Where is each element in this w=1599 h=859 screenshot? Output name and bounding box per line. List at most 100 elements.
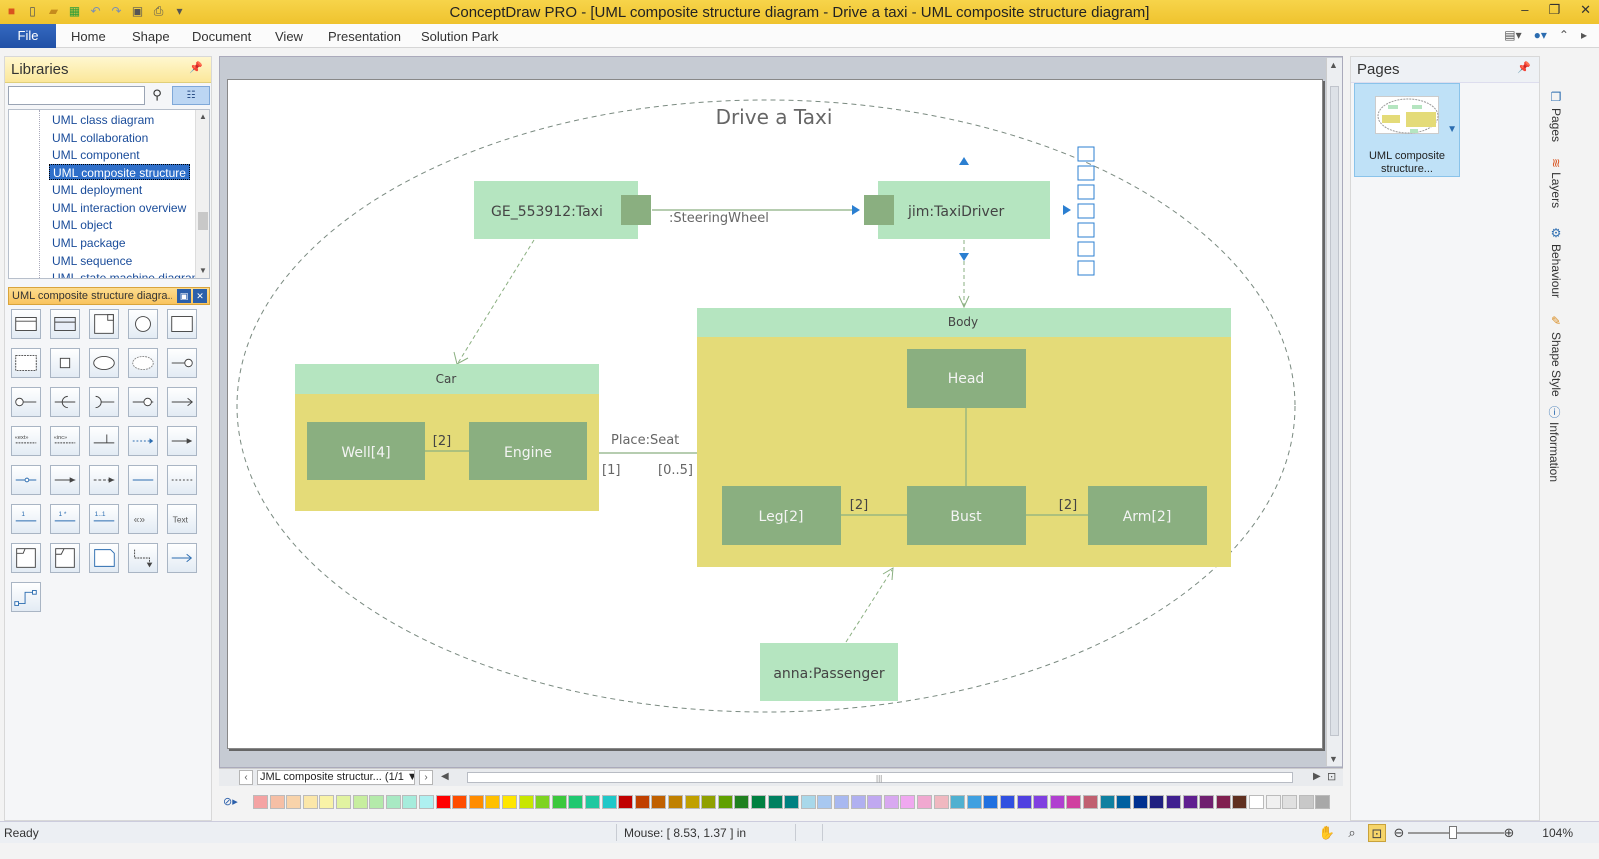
head-part[interactable] [907,349,1026,408]
color-swatch[interactable] [867,795,883,809]
color-swatch[interactable] [1166,795,1181,809]
zoom-slider-thumb[interactable] [1449,826,1457,839]
close-library-icon[interactable]: ✕ [193,289,207,303]
library-shape-dep[interactable] [89,426,119,456]
library-shape-text[interactable]: Text [167,504,197,534]
library-shape-arrow[interactable] [167,387,197,417]
color-swatch[interactable] [950,795,966,809]
library-shape-line[interactable] [128,465,158,495]
tab-home[interactable]: Home [71,29,106,44]
passenger-body-dependency[interactable] [845,569,893,643]
color-swatch[interactable] [485,795,501,809]
library-shape-label1[interactable]: 1 [11,504,41,534]
action-button-icon[interactable] [1077,260,1095,276]
library-shape-connector[interactable] [128,543,158,573]
open-folder-icon[interactable]: ▰ [48,4,59,18]
color-swatch[interactable] [767,795,783,809]
palette-options-icon[interactable]: ⊘▸ [223,796,238,808]
tab-shape[interactable]: Shape [132,29,170,44]
color-swatch[interactable] [701,795,717,809]
app-logo-icon[interactable]: ■ [7,4,16,18]
color-swatch[interactable] [568,795,584,809]
body-header[interactable] [697,308,1231,337]
library-shape-rect[interactable] [167,309,197,339]
color-swatch[interactable] [551,795,567,809]
leg-part[interactable] [722,486,841,545]
library-shape-label3[interactable]: 1..1 [89,504,119,534]
library-shape-note2[interactable] [89,543,119,573]
action-button-icon[interactable] [1077,146,1095,162]
color-swatch[interactable] [585,795,600,809]
driver-part[interactable] [878,181,1050,239]
color-swatch[interactable] [1298,795,1314,809]
resize-handle-top-icon[interactable] [959,157,969,165]
bust-part[interactable] [907,486,1026,545]
color-swatch[interactable] [269,795,285,809]
ribbon-options-icon[interactable]: ▸ [1580,28,1587,42]
color-swatch[interactable] [800,795,816,809]
tab-presentation[interactable]: Presentation [328,29,401,44]
color-swatch[interactable] [452,795,468,809]
color-swatch[interactable] [1116,795,1132,809]
fit-to-window-icon[interactable]: ⊡ [1368,824,1386,842]
color-swatch[interactable] [983,795,999,809]
color-swatch[interactable] [668,795,683,809]
library-shape-ellipse[interactable] [89,348,119,378]
library-shape-port-line[interactable] [11,387,41,417]
color-swatch[interactable] [1000,795,1015,809]
library-shape-line-circle[interactable] [11,465,41,495]
library-search-input[interactable] [8,86,145,105]
color-swatch[interactable] [684,795,700,809]
next-page-icon[interactable]: › [419,770,433,785]
color-swatch[interactable] [634,795,650,809]
zoom-level[interactable]: 104% [1542,826,1573,840]
scroll-right-icon[interactable]: ▶ [1313,771,1321,782]
color-swatch[interactable] [834,795,849,809]
scroll-up-icon[interactable]: ▲ [199,112,207,121]
library-shape-circle-line[interactable] [128,387,158,417]
taxi-part[interactable] [474,181,638,239]
color-swatch[interactable] [385,795,401,809]
color-swatch[interactable] [917,795,932,809]
library-item[interactable]: UML package [52,236,126,250]
file-menu-button[interactable]: File [0,24,56,48]
engine-part[interactable] [469,422,587,480]
library-view-toggle-icon[interactable]: ☷ [172,86,210,105]
library-shape-frame2[interactable] [50,543,80,573]
color-swatch[interactable] [518,795,534,809]
library-shape-line-arrow[interactable] [50,465,80,495]
scroll-thumb[interactable] [1330,86,1339,736]
drawing-page[interactable]: Drive a Taxi GE_553912:Taxi :SteeringWhe… [227,79,1323,749]
action-button-icon[interactable] [1077,241,1095,257]
side-tab-behaviour[interactable]: ⚙Behaviour [1541,226,1563,298]
library-shape-arrow-dot[interactable] [167,426,197,456]
color-swatch[interactable] [900,795,916,809]
action-button-icon[interactable] [1077,165,1095,181]
color-swatch[interactable] [1083,795,1098,809]
color-swatch[interactable] [352,795,368,809]
color-swatch[interactable] [302,795,318,809]
color-swatch[interactable] [850,795,866,809]
color-swatch[interactable] [1265,795,1281,809]
library-shape-class[interactable] [11,309,41,339]
color-swatch[interactable] [535,795,551,809]
solution-park-icon[interactable]: ▦ [68,4,81,18]
canvas-horizontal-scrollbar[interactable]: ||| [467,772,1293,783]
scroll-thumb[interactable] [198,212,208,230]
library-shape-frame[interactable] [11,543,41,573]
color-swatch[interactable] [286,795,302,809]
page-tab[interactable]: JML composite structur... (1/1 ▼ [257,770,415,785]
layout-options-icon[interactable]: ▤▾ [1504,28,1522,42]
side-tab-information[interactable]: ⓘInformation [1541,406,1563,482]
hand-pan-icon[interactable]: ✋ [1318,825,1336,840]
color-swatch[interactable] [1199,795,1215,809]
scroll-left-icon[interactable]: ◀ [441,771,449,782]
library-shape-dashed[interactable] [11,348,41,378]
side-tab-pages[interactable]: ❐Pages [1541,90,1563,142]
library-item-selected[interactable]: UML composite structure [49,164,190,180]
color-swatch[interactable] [966,795,982,809]
color-swatch[interactable] [336,795,351,809]
arm-part[interactable] [1088,486,1207,545]
color-swatch[interactable] [1232,795,1248,809]
zoom-out-icon[interactable]: ⊖ [1393,825,1405,840]
